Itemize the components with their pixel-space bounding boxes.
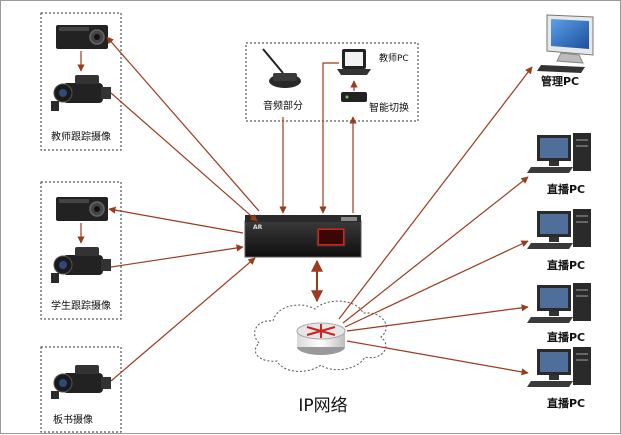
audio-pc-group: [245, 42, 419, 122]
teacher-camera-label: 教师跟踪摄像: [51, 130, 111, 143]
router-icon: [296, 322, 346, 355]
board-camera-label: 板书摄像: [53, 413, 93, 426]
student-video-camera-icon: [51, 247, 111, 283]
recording-server-icon: AR: [244, 215, 362, 258]
live-pc-label-1: 直播PC: [547, 182, 585, 196]
svg-text:AR: AR: [253, 224, 263, 231]
teacher-pc-label: 教师PC: [379, 52, 409, 64]
microphone-icon: [262, 48, 301, 88]
live-pc-2-icon: [527, 209, 591, 249]
network-label: IP网络: [298, 396, 347, 416]
live-pc-4-icon: [527, 347, 591, 387]
live-pc-1-icon: [527, 133, 591, 173]
admin-pc-label: 管理PC: [541, 74, 579, 88]
admin-monitor-icon: [537, 14, 594, 73]
board-video-camera-icon: [51, 365, 111, 399]
teacher-camera-group: [40, 12, 122, 151]
audio-label: 音频部分: [263, 99, 303, 112]
switch-box-icon: [341, 92, 367, 102]
board-camera-group: [40, 346, 122, 433]
student-camera-label: 学生跟踪摄像: [51, 299, 111, 312]
live-pc-label-2: 直播PC: [547, 258, 585, 272]
live-pc-3-icon: [527, 283, 591, 323]
laptop-icon: [337, 49, 371, 75]
teacher-video-camera-icon: [51, 75, 111, 111]
student-projector-icon: [56, 197, 108, 221]
live-pc-label-4: 直播PC: [547, 396, 585, 410]
student-camera-group: [40, 181, 122, 320]
live-pc-label-3: 直播PC: [547, 330, 585, 344]
smart-switch-label: 智能切换: [369, 101, 409, 114]
teacher-projector-icon: [56, 25, 108, 49]
